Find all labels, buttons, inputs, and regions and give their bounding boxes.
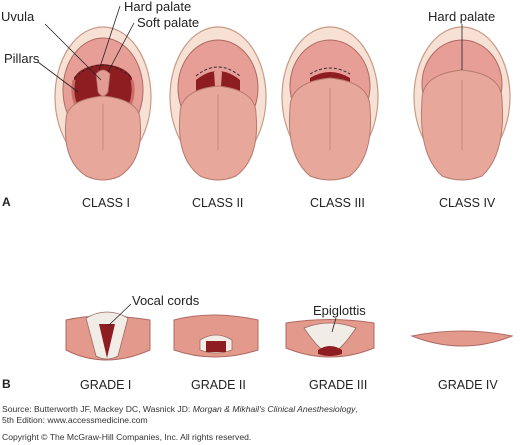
source-caption-title: Morgan & Mikhail's Clinical Anesthesiolo…: [192, 404, 356, 414]
vocal-cords-label: Vocal cords: [132, 293, 200, 308]
mouth-class-2: [169, 26, 267, 181]
grade-2-label: GRADE II: [191, 378, 246, 392]
hard-palate-label: Hard palate: [124, 0, 191, 14]
larynx-grade-1: [65, 303, 151, 361]
larynx-grade-3: [285, 317, 375, 358]
panel-b-label: B: [2, 377, 11, 391]
larynx-grade-2: [173, 314, 259, 358]
class-2-label: CLASS II: [192, 196, 243, 210]
mouth-class-4: [413, 26, 511, 181]
epiglottis-label: Epiglottis: [313, 303, 366, 318]
source-caption-edition: 5th Edition: www.accessmedicine.com: [2, 415, 148, 425]
panel-a-label: A: [2, 195, 11, 209]
class-4-label: CLASS IV: [439, 196, 496, 210]
uvula-label: Uvula: [1, 9, 35, 24]
grade-1-label: GRADE I: [80, 378, 131, 392]
source-caption-suffix: ,: [355, 404, 358, 414]
leader-lines-top: [37, 5, 463, 93]
mouth-class-3: [281, 26, 379, 181]
larynx-grade-4: [410, 330, 514, 347]
source-caption: Source: Butterworth JF, Mackey DC, Wasni…: [2, 404, 358, 415]
source-caption-prefix: Source: Butterworth JF, Mackey DC, Wasni…: [2, 404, 193, 414]
mouth-class-1: [54, 26, 152, 181]
grade-3-label: GRADE III: [309, 378, 367, 392]
soft-palate-label: Soft palate: [137, 15, 199, 30]
class-1-label: CLASS I: [82, 196, 130, 210]
class-3-label: CLASS III: [310, 196, 365, 210]
pillars-label: Pillars: [4, 51, 40, 66]
copyright-notice: Copyright © The McGraw-Hill Companies, I…: [2, 432, 252, 442]
grade-4-label: GRADE IV: [438, 378, 498, 392]
hard-palate-class4-label: Hard palate: [428, 9, 495, 24]
